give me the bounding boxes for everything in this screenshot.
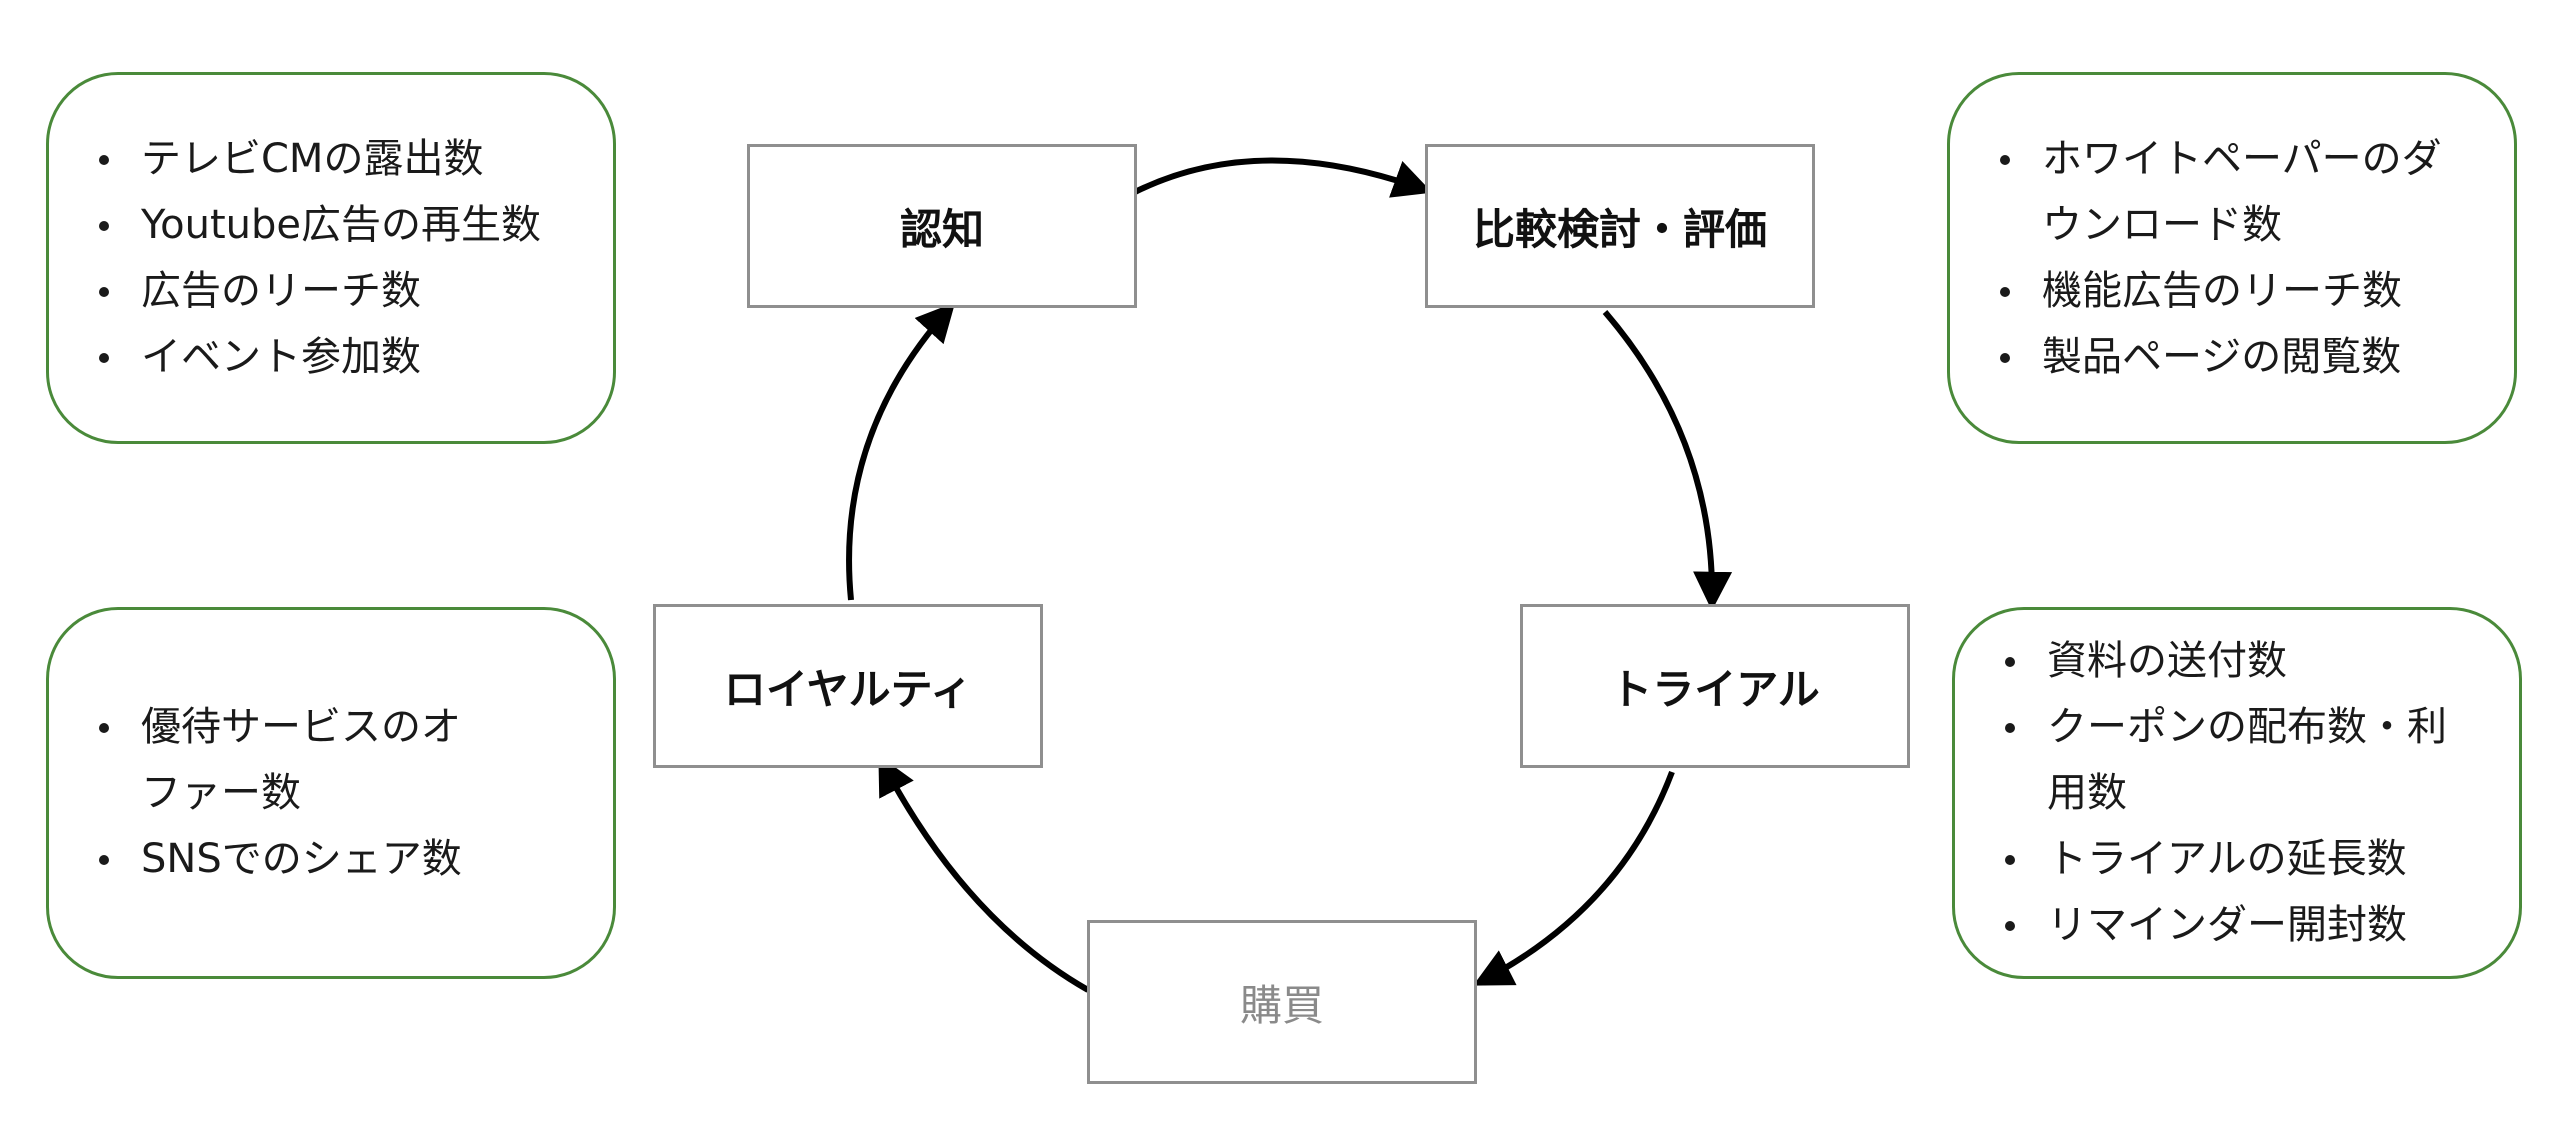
loyalty-metrics-note: 優待サービスのオファー数 SNSでのシェア数	[46, 607, 616, 979]
arrow-trial-to-purchase	[1473, 770, 1675, 986]
loyalty-metrics-list: 優待サービスのオファー数 SNSでのシェア数	[49, 694, 613, 892]
list-item: リマインダー開封数	[2005, 892, 2479, 958]
awareness-metrics-note: テレビCMの露出数 Youtube広告の再生数 広告のリーチ数 イベント参加数	[46, 72, 616, 444]
list-item: SNSでのシェア数	[99, 826, 493, 892]
arrow-purchase-to-loyalty	[878, 755, 1090, 993]
list-item: トライアルの延長数	[2005, 826, 2479, 892]
list-item: 資料の送付数	[2005, 628, 2479, 694]
list-item: Youtube広告の再生数	[99, 192, 541, 258]
arrow-awareness-to-comparison	[1133, 157, 1433, 198]
list-item: テレビCMの露出数	[99, 126, 541, 192]
comparison-metrics-note: ホワイトペーパーのダウンロード数 機能広告のリーチ数 製品ページの閲覧数	[1947, 72, 2517, 444]
list-item: 優待サービスのオファー数	[99, 694, 493, 826]
stage-loyalty-label: ロイヤルティ	[723, 664, 973, 714]
stage-loyalty: ロイヤルティ	[653, 604, 1043, 768]
comparison-metrics-list: ホワイトペーパーのダウンロード数 機能広告のリーチ数 製品ページの閲覧数	[1950, 126, 2514, 390]
list-item: イベント参加数	[99, 324, 541, 390]
list-item: 機能広告のリーチ数	[2000, 258, 2474, 324]
stage-trial-label: トライアル	[1610, 664, 1820, 714]
trial-metrics-note: 資料の送付数 クーポンの配布数・利用数 トライアルの延長数 リマインダー開封数	[1952, 607, 2522, 979]
list-item: 製品ページの閲覧数	[2000, 324, 2474, 390]
list-item: 広告のリーチ数	[99, 258, 541, 324]
awareness-metrics-list: テレビCMの露出数 Youtube広告の再生数 広告のリーチ数 イベント参加数	[49, 126, 581, 390]
stage-comparison-label: 比較検討・評価	[1472, 204, 1767, 254]
stage-purchase-label: 購買	[1239, 980, 1324, 1030]
trial-metrics-list: 資料の送付数 クーポンの配布数・利用数 トライアルの延長数 リマインダー開封数	[1955, 628, 2519, 958]
stage-comparison: 比較検討・評価	[1425, 144, 1815, 308]
list-item: ホワイトペーパーのダウンロード数	[2000, 126, 2474, 258]
list-item: クーポンの配布数・利用数	[2005, 694, 2479, 826]
arrow-loyalty-to-awareness	[846, 302, 956, 601]
stage-purchase: 購買	[1087, 920, 1477, 1084]
arrow-comparison-to-trial	[1602, 310, 1733, 611]
stage-awareness: 認知	[747, 144, 1137, 308]
stage-awareness-label: 認知	[899, 204, 984, 254]
stage-trial: トライアル	[1520, 604, 1910, 768]
